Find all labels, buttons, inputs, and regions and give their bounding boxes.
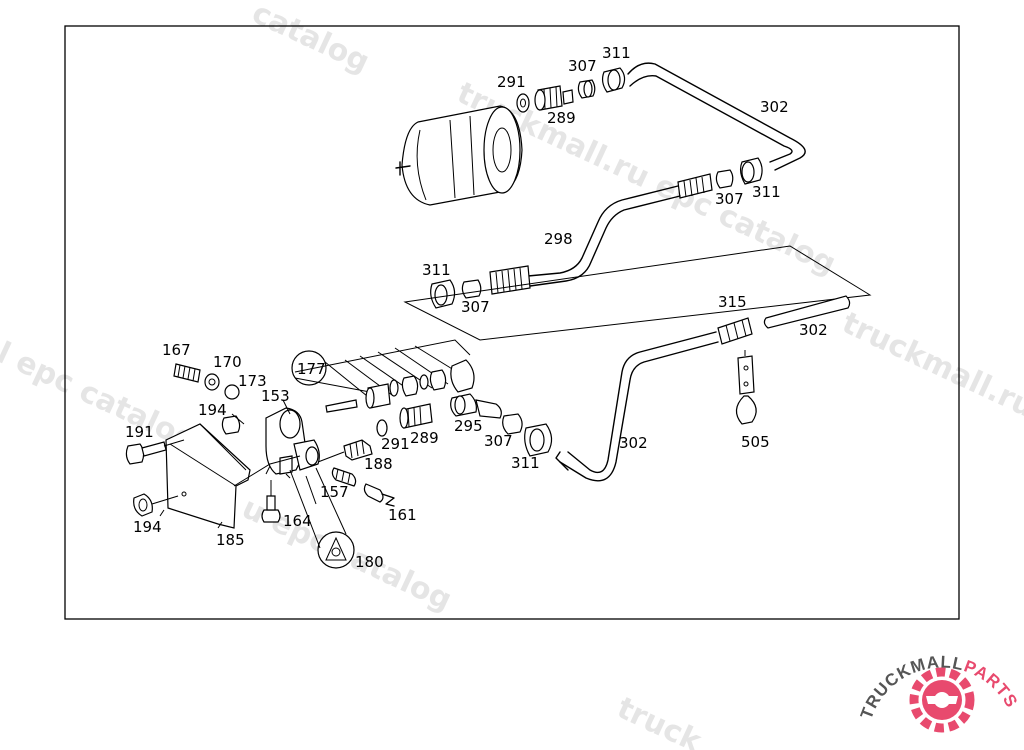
nut-194 xyxy=(133,493,179,517)
valve-153 xyxy=(265,407,320,479)
label-289-top: 289 xyxy=(547,109,576,127)
screw-164 xyxy=(261,480,281,523)
label-167: 167 xyxy=(162,341,191,359)
label-302-lower: 302 xyxy=(619,434,648,452)
fittings-157-161 xyxy=(331,467,395,507)
label-153: 153 xyxy=(261,387,290,405)
label-170: 170 xyxy=(213,353,242,371)
watermark: truckmall.ru e xyxy=(837,306,1024,439)
label-307-top: 307 xyxy=(568,57,597,75)
label-173: 173 xyxy=(238,372,267,390)
label-302-right: 302 xyxy=(799,321,828,339)
middle-fittings xyxy=(325,359,553,457)
label-289-mid: 289 xyxy=(410,429,439,447)
bracket-185 xyxy=(165,423,301,529)
callout-lines xyxy=(294,339,471,401)
label-291-top: 291 xyxy=(497,73,526,91)
label-185: 185 xyxy=(216,531,245,549)
watermark: catalog xyxy=(247,0,375,80)
top-fittings xyxy=(516,67,626,113)
label-291-mid: 291 xyxy=(381,435,410,453)
label-194-upper: 194 xyxy=(198,401,227,419)
hose-298 xyxy=(430,173,713,309)
label-307-right: 307 xyxy=(715,190,744,208)
label-194-lower: 194 xyxy=(133,518,162,536)
label-311-top: 311 xyxy=(602,44,631,62)
label-177: 177 xyxy=(297,360,326,378)
diagram-frame xyxy=(64,25,960,620)
label-161: 161 xyxy=(388,506,417,524)
bolt-191 xyxy=(125,439,185,465)
group-outline xyxy=(403,245,872,341)
leader-lines xyxy=(159,399,317,529)
right-top-fittings xyxy=(715,157,763,189)
label-298: 298 xyxy=(544,230,573,248)
label-315: 315 xyxy=(718,293,747,311)
watermark: truck xyxy=(612,691,708,750)
gear-icon xyxy=(909,667,975,733)
label-180: 180 xyxy=(355,553,384,571)
pipe-302-top xyxy=(627,62,806,171)
truckmall-logo: TRUCKMALLPARTS xyxy=(857,652,1021,733)
bracket-505 xyxy=(735,350,757,425)
label-311-mid: 311 xyxy=(422,261,451,279)
pipe-302-right xyxy=(555,295,851,482)
label-157: 157 xyxy=(320,483,349,501)
receiver-drier xyxy=(395,105,523,206)
part-180 xyxy=(289,467,355,569)
bolt-188 xyxy=(317,439,373,463)
label-164: 164 xyxy=(283,512,312,530)
label-307-mid: 307 xyxy=(461,298,490,316)
label-295: 295 xyxy=(454,417,483,435)
label-191: 191 xyxy=(125,423,154,441)
label-188: 188 xyxy=(364,455,393,473)
callout-177 xyxy=(291,350,327,386)
label-311-lower: 311 xyxy=(511,454,540,472)
label-505: 505 xyxy=(741,433,770,451)
label-311-right: 311 xyxy=(752,183,781,201)
left-small-parts xyxy=(173,363,241,435)
label-302-top: 302 xyxy=(760,98,789,116)
label-307-lower: 307 xyxy=(484,432,513,450)
part-labels: 291 307 311 289 302 307 311 298 311 307 … xyxy=(125,44,828,571)
